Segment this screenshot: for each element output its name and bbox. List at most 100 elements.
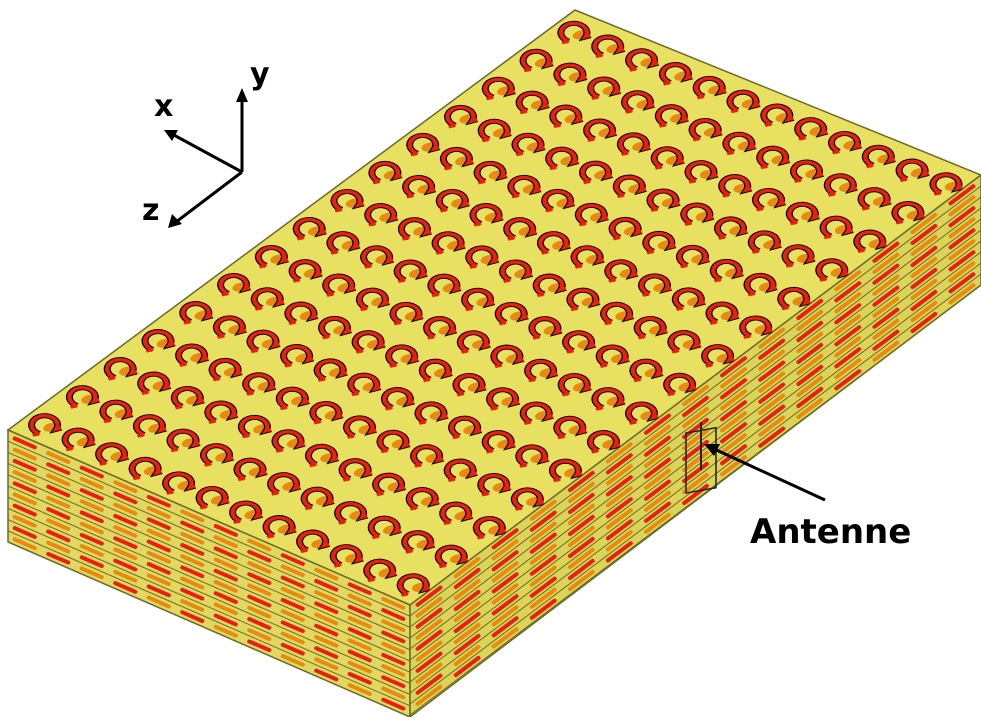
omega-ring-fill <box>618 133 651 155</box>
omega-tail <box>747 291 756 297</box>
layer-ring-section <box>796 353 824 376</box>
layer-ring-section <box>644 446 671 468</box>
split-ring-cell <box>329 544 364 568</box>
omega-ring-fill <box>411 445 444 467</box>
layer-separator <box>410 273 981 705</box>
split-ring-cell <box>477 473 512 497</box>
layer-ring-section <box>415 662 443 684</box>
omega-tail <box>662 81 671 86</box>
layer-ring-section <box>381 652 406 666</box>
omega-tail <box>561 39 570 45</box>
x-axis-arrowhead <box>164 130 178 141</box>
omega-ring-fill <box>395 260 428 282</box>
split-ring-cell <box>363 558 398 583</box>
layer-ring-section <box>146 539 171 553</box>
split-ring-cell <box>642 230 677 255</box>
omega-tail <box>519 463 528 468</box>
layer-ring-section <box>79 488 104 501</box>
split-ring-cell <box>376 429 411 454</box>
split-ring-cell <box>587 430 622 454</box>
layer-ring-section <box>682 483 709 506</box>
layer-ring-section <box>910 267 938 290</box>
layer-ring-section <box>796 364 824 387</box>
layer-ring-section <box>834 281 862 303</box>
split-ring-cell <box>591 34 626 59</box>
omega-tail <box>364 264 373 269</box>
omega-ring-fill <box>458 331 491 353</box>
split-ring-cell <box>414 401 449 425</box>
layer-separator <box>8 463 410 640</box>
omega-tail <box>582 179 591 185</box>
omega-tail <box>166 490 175 495</box>
omega-tail <box>418 420 427 425</box>
split-ring-cell <box>650 146 685 170</box>
omega-tail <box>549 165 558 171</box>
omega-tail <box>637 335 646 340</box>
layer-ring-section <box>872 252 900 274</box>
layer-ring-section <box>872 307 900 329</box>
split-ring-cell <box>646 188 681 213</box>
layer-ring-section <box>247 605 272 619</box>
split-ring-cell <box>132 414 167 438</box>
layer-ring-section <box>567 503 595 526</box>
layer-ring-section <box>720 389 747 411</box>
split-ring-cell <box>760 103 795 128</box>
split-ring-cell <box>65 385 100 409</box>
split-ring-cell <box>456 330 491 354</box>
omega-ring-fill <box>436 545 469 567</box>
layer-ring-section <box>415 684 443 706</box>
layer-ring-section <box>146 595 171 609</box>
layer-ring-section <box>720 444 747 466</box>
omega-ring-fill <box>487 388 520 410</box>
split-ring-cell <box>557 373 592 397</box>
layer-ring-section <box>280 564 305 578</box>
omega-ring-fill <box>402 531 435 553</box>
omega-tail <box>679 263 688 269</box>
layer-ring-section <box>948 239 976 261</box>
split-ring-cell <box>435 189 470 213</box>
layer-ring-section <box>347 627 372 640</box>
split-ring-cell <box>718 174 753 198</box>
omega-tail <box>713 277 722 283</box>
omega-tail <box>861 206 870 211</box>
split-ring-cell <box>595 344 630 369</box>
layer-ring-section <box>347 593 372 607</box>
omega-tail <box>793 178 802 184</box>
split-ring-cell <box>511 132 546 157</box>
omega-ring-fill <box>67 386 100 408</box>
omega-ring-fill <box>390 302 424 324</box>
layer-ring-section <box>146 584 171 598</box>
omega-ring-fill <box>306 444 339 466</box>
omega-ring-fill <box>252 288 285 310</box>
x-axis-line <box>171 132 243 174</box>
y-axis-label: y <box>250 57 270 92</box>
layer-ring-section <box>415 651 443 673</box>
layer-ring-section <box>567 481 595 504</box>
omega-ring-fill <box>559 373 592 395</box>
omega-ring-fill <box>550 459 583 481</box>
split-ring-cell <box>676 244 711 269</box>
omega-ring-fill <box>348 373 381 395</box>
split-ring-cell <box>465 245 500 269</box>
omega-tail <box>271 491 280 496</box>
split-ring-cell <box>443 458 478 483</box>
omega-tail <box>545 207 554 213</box>
split-ring-cell <box>170 386 205 410</box>
layer-ring-section <box>453 578 481 601</box>
omega-tail <box>334 208 343 213</box>
split-ring-cell <box>541 188 576 213</box>
omega-ring-fill <box>791 160 824 182</box>
omega-tail <box>397 278 406 284</box>
split-ring-cell <box>262 515 297 539</box>
omega-tail <box>317 377 326 382</box>
layer-ring-section <box>146 550 171 564</box>
split-ring-cell <box>625 48 660 72</box>
omega-ring-fill <box>782 245 816 267</box>
layer-ring-section <box>529 587 557 609</box>
omega-tail <box>304 505 313 511</box>
split-ring-cell <box>103 357 138 381</box>
omega-ring-fill <box>398 574 431 596</box>
omega-ring-fill <box>399 218 432 240</box>
omega-tail <box>346 434 355 439</box>
antenna-callout: Antenne <box>704 444 911 552</box>
